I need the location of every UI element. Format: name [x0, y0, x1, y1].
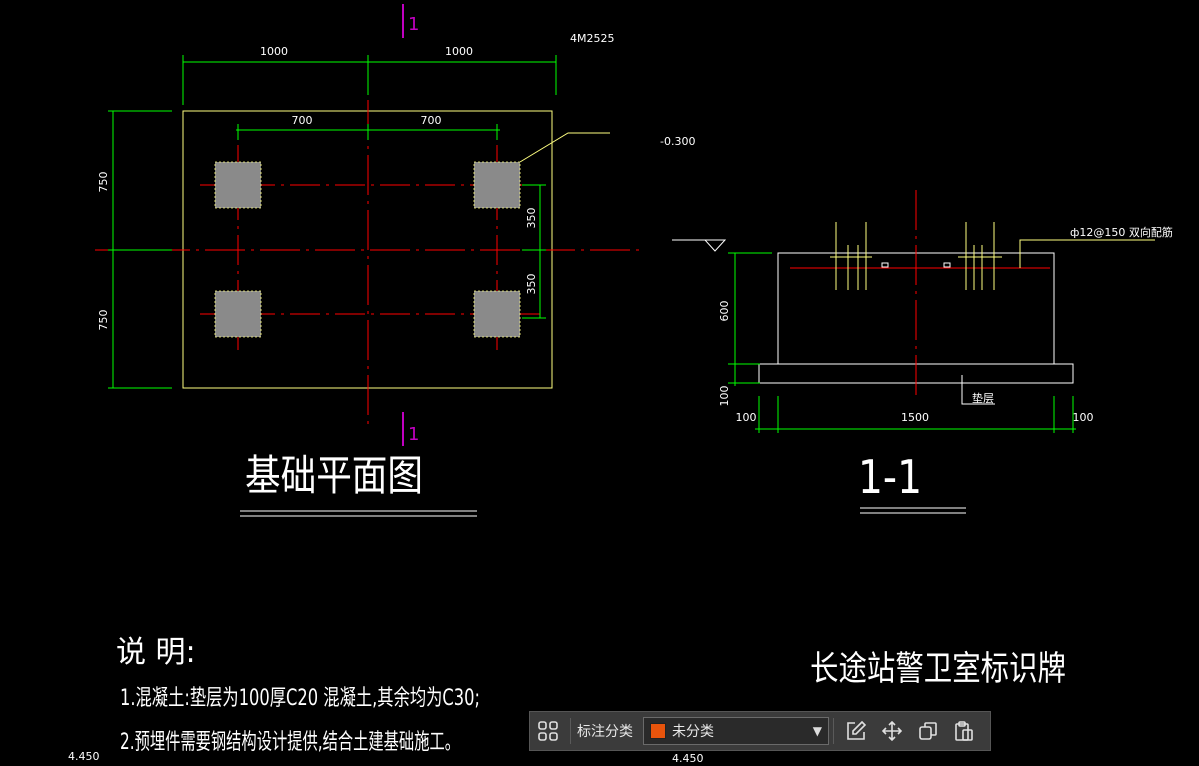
section-dim-height: 600 [718, 301, 731, 322]
ground-mark-icon [703, 239, 727, 252]
plan-dim-top-1: 1000 [260, 45, 288, 58]
copy-icon[interactable] [910, 712, 946, 750]
category-color-swatch [650, 723, 666, 739]
notes-heading: 说 明: [116, 635, 196, 670]
embed-plate [473, 161, 521, 209]
section-dim-bottom-3: 100 [1073, 411, 1094, 424]
anchor-bolts [830, 222, 1002, 290]
move-icon[interactable] [874, 712, 910, 750]
section-marker-top-label: 1 [408, 14, 419, 35]
category-select[interactable]: 未分类 ▼ [643, 717, 829, 745]
rebar-leader-line [1019, 239, 1155, 268]
section-view: -0.300 ф12@150 双向配筋 垫层 [660, 135, 1173, 514]
cushion-leader-line [961, 375, 995, 405]
notes-line-2: 2.预埋件需要钢结构设计提供,结合土建基础施工。 [120, 730, 460, 755]
rebar-note: ф12@150 双向配筋 [1070, 225, 1173, 239]
bottom-mid-value: 4.450 [672, 752, 704, 765]
plan-dim-inner-1: 700 [292, 114, 313, 127]
embed-plate [214, 290, 262, 338]
section-marker-bottom-label: 1 [408, 424, 419, 445]
category-label: 标注分类 [577, 724, 633, 740]
plan-dim-right-1: 350 [525, 208, 538, 229]
annotation-toolbar: 标注分类 未分类 ▼ [529, 711, 991, 751]
embed-plate [473, 290, 521, 338]
paste-icon[interactable] [946, 712, 982, 750]
category-select-value: 未分类 [672, 724, 714, 740]
plan-dim-inner-2: 700 [421, 114, 442, 127]
bottom-left-value: 4.450 [68, 750, 100, 763]
embed-plate [214, 161, 262, 209]
section-dim-cushion: 100 [718, 386, 731, 407]
cushion-label: 垫层 [972, 391, 994, 405]
grid-icon[interactable] [530, 712, 566, 750]
plate-leader-line [519, 132, 610, 163]
plan-dim-top [108, 55, 557, 389]
plan-dim-right-2: 350 [525, 274, 538, 295]
section-dim-bottom-2: 1500 [901, 411, 929, 424]
project-title: 长途站警卫室标识牌 [810, 649, 1066, 689]
edit-icon[interactable] [838, 712, 874, 750]
section-title: 1-1 [858, 450, 922, 504]
section-dim-bottom-1: 100 [736, 411, 757, 424]
toolbar-divider [833, 718, 834, 744]
plan-dim-top-2: 1000 [445, 45, 473, 58]
plan-dim-left-1: 750 [97, 172, 110, 193]
elevation-label: -0.300 [660, 135, 695, 148]
plan-dim-left-2: 750 [97, 310, 110, 331]
bolt-nut [943, 262, 951, 268]
plan-view: 1000 1000 700 700 750 750 350 350 4M2525… [95, 4, 640, 517]
chevron-down-icon: ▼ [812, 724, 822, 738]
bolt-nut [881, 262, 889, 268]
toolbar-divider [570, 718, 571, 744]
section-dims [728, 252, 1076, 433]
notes-block: 说 明: 1.混凝土:垫层为100厚C20 混凝土,其余均为C30; 2.预埋件… [116, 635, 480, 755]
anchor-label: 4M2525 [570, 32, 614, 45]
notes-line-1: 1.混凝土:垫层为100厚C20 混凝土,其余均为C30; [120, 686, 480, 711]
plan-title: 基础平面图 [245, 451, 423, 500]
